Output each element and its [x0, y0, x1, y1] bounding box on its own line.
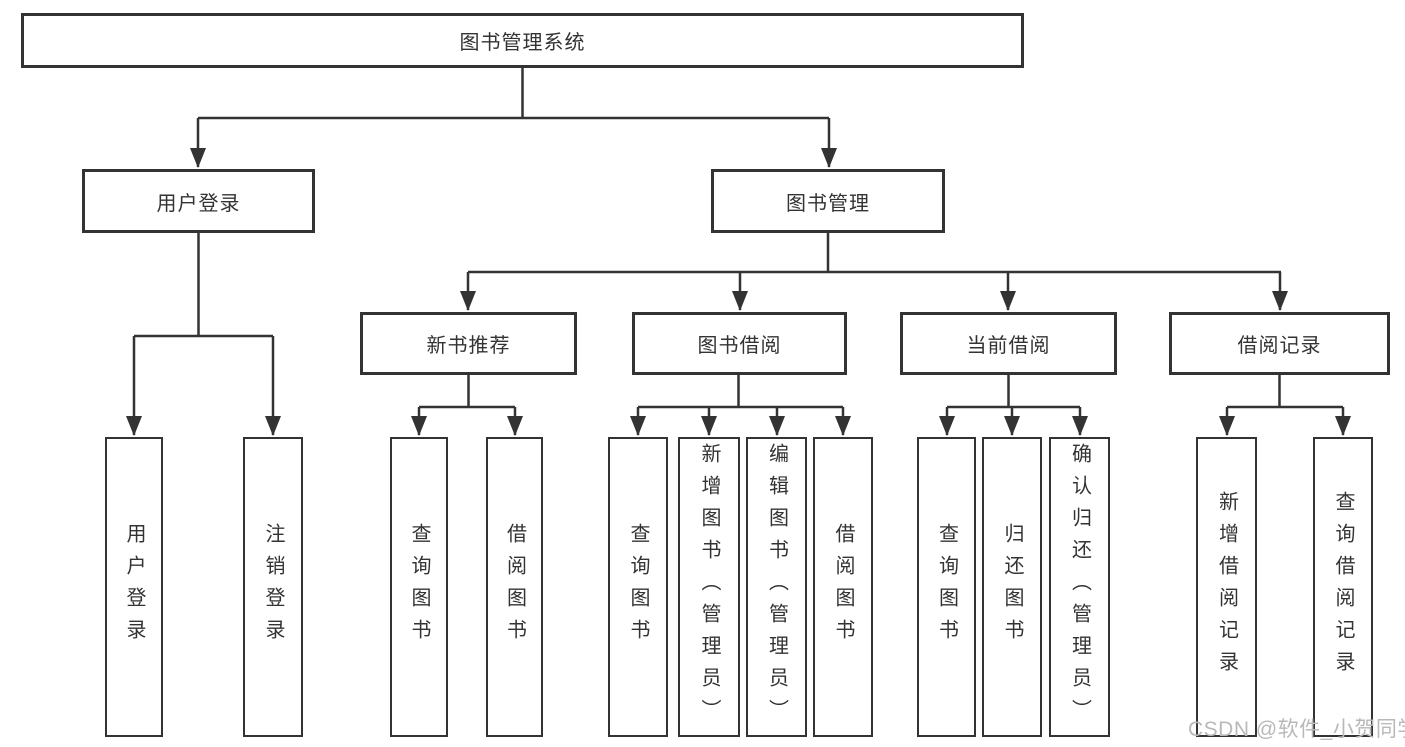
leaf-label: 新增借阅记录 [1215, 491, 1238, 683]
leaf-label: 查询图书 [935, 523, 958, 651]
leaf-bb-add-books-admin: 新增图书（管理员） [678, 437, 740, 737]
leaf-label: 查询借阅记录 [1332, 491, 1354, 683]
leaf-user-login: 用户登录 [105, 437, 163, 737]
leaf-bb-query-books: 查询图书 [608, 437, 668, 737]
node-book-management: 图书管理 [711, 169, 945, 233]
node-label: 图书管理系统 [459, 32, 586, 54]
leaf-label: 用户登录 [123, 523, 145, 651]
leaf-label: 借阅图书 [503, 523, 526, 651]
leaf-label: 借阅图书 [832, 523, 854, 651]
leaf-nbr-query-books: 查询图书 [390, 437, 448, 737]
node-label: 图书管理 [786, 192, 870, 215]
leaf-label: 编辑图书（管理员） [765, 443, 788, 731]
leaf-logout: 注销登录 [243, 437, 303, 737]
node-label: 借阅记录 [1237, 335, 1322, 357]
leaf-label: 注销登录 [262, 523, 284, 651]
leaf-label: 新增图书（管理员） [698, 443, 720, 731]
leaf-nbr-borrow-books: 借阅图书 [486, 437, 543, 737]
leaf-cb-query-books: 查询图书 [917, 437, 976, 737]
leaf-label: 归还图书 [1001, 523, 1023, 651]
node-root-system: 图书管理系统 [21, 13, 1024, 68]
leaf-bb-edit-books-admin: 编辑图书（管理员） [746, 437, 807, 737]
leaf-bb-borrow-books: 借阅图书 [813, 437, 873, 737]
leaf-cb-confirm-return-admin: 确认归还（管理员） [1049, 437, 1110, 737]
leaf-label: 确认归还（管理员） [1068, 443, 1091, 731]
leaf-label: 查询图书 [627, 523, 649, 651]
node-label: 图书借阅 [697, 335, 782, 357]
node-book-borrowing: 图书借阅 [632, 312, 847, 375]
leaf-label: 查询图书 [408, 523, 430, 651]
leaf-br-query-borrow-record: 查询借阅记录 [1313, 437, 1373, 737]
leaf-cb-return-books: 归还图书 [982, 437, 1042, 737]
node-label: 当前借阅 [966, 335, 1051, 357]
node-label: 用户登录 [156, 192, 241, 215]
node-user-login: 用户登录 [82, 169, 315, 233]
node-borrowing-records: 借阅记录 [1169, 312, 1390, 375]
node-label: 新书推荐 [426, 335, 511, 357]
csdn-watermark: CSDN @软件_小贺同学 [1188, 718, 1405, 741]
node-new-book-recommendation: 新书推荐 [360, 312, 577, 375]
leaf-br-add-borrow-record: 新增借阅记录 [1196, 437, 1257, 737]
node-current-borrowing: 当前借阅 [900, 312, 1117, 375]
